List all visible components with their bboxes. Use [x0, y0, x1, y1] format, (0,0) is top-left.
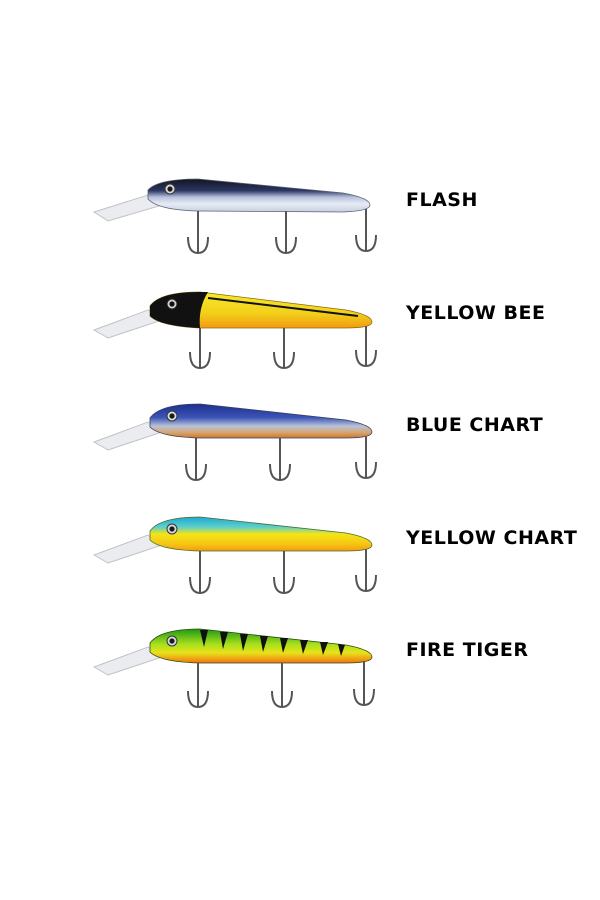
lure-image-yellow-chart: [92, 516, 377, 595]
lure-label: YELLOW CHART: [406, 527, 578, 549]
lure-image-blue-chart: [92, 403, 377, 482]
lure-row-flash: FLASH: [0, 165, 600, 275]
lure-label: YELLOW BEE: [406, 302, 546, 324]
lure-label: FLASH: [406, 189, 478, 211]
lure-label: BLUE CHART: [406, 414, 544, 436]
lure-image-yellow-bee: [92, 291, 377, 370]
lure-image-fire-tiger: [92, 628, 375, 709]
lure-row-yellow-chart: YELLOW CHART: [0, 503, 600, 613]
lure-label: FIRE TIGER: [406, 639, 529, 661]
lure-image-flash: [92, 178, 377, 255]
lure-row-fire-tiger: FIRE TIGER: [0, 615, 600, 725]
lure-row-blue-chart: BLUE CHART: [0, 390, 600, 500]
lure-row-yellow-bee: YELLOW BEE: [0, 278, 600, 388]
